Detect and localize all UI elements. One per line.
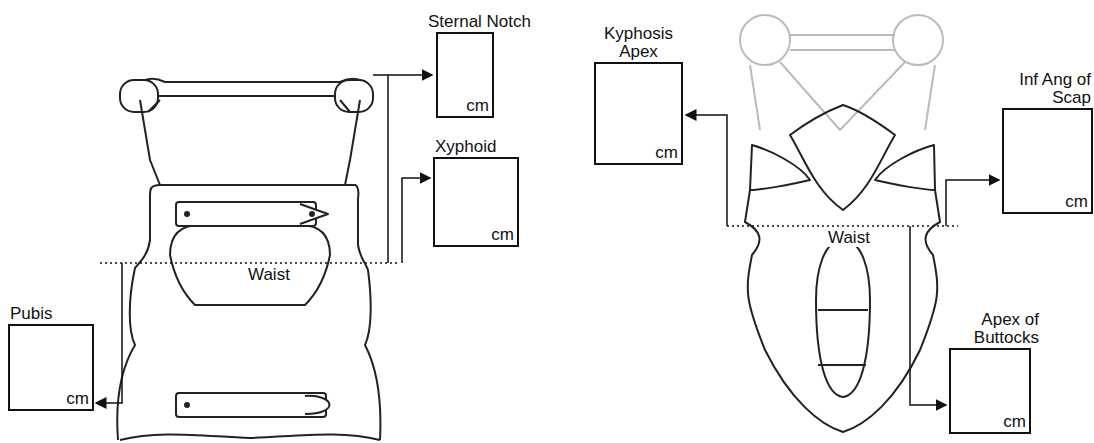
measurement-box: Kyphosis Apexcm xyxy=(594,62,683,165)
waist-label: Waist xyxy=(825,229,873,247)
unit-label: cm xyxy=(491,226,514,244)
measurement-box: Inf Ang of Scapcm xyxy=(1002,108,1093,214)
measurement-box: Xyphoidcm xyxy=(433,157,519,247)
box-heading: Apex of Buttocks xyxy=(949,311,1039,347)
unit-label: cm xyxy=(1065,193,1088,211)
box-heading: Inf Ang of Scap xyxy=(1011,71,1091,107)
waist-label: Waist xyxy=(245,266,293,284)
box-heading: Pubis xyxy=(10,305,130,323)
unit-label: cm xyxy=(66,390,89,408)
unit-label: cm xyxy=(1003,413,1026,431)
measurement-box: Sternal Notchcm xyxy=(436,32,494,118)
unit-label: cm xyxy=(466,97,489,115)
box-heading: Sternal Notch xyxy=(428,13,558,31)
box-heading: Xyphoid xyxy=(435,138,555,156)
box-heading: Kyphosis Apex xyxy=(594,25,684,61)
unit-label: cm xyxy=(655,144,678,162)
measurement-box: Pubiscm xyxy=(8,324,94,411)
measurement-box: Apex of Buttockscm xyxy=(949,348,1031,434)
